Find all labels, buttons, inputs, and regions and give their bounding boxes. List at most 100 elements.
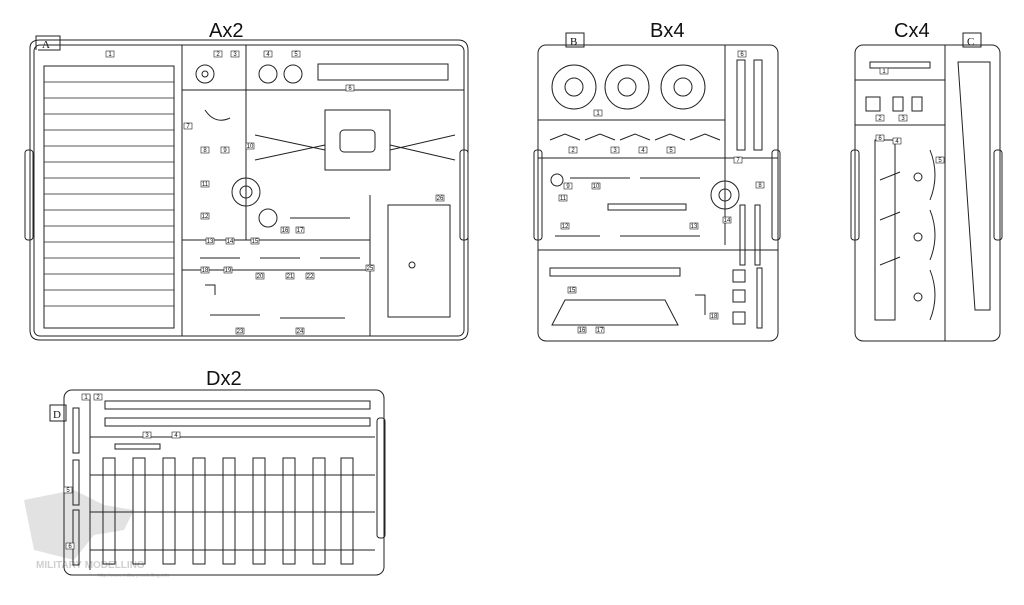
part-d-side-link-1 (72, 407, 80, 454)
part-label-box-b13 (689, 222, 699, 230)
part-d-track-link-1 (102, 457, 116, 565)
sprue-b-gate-hub-inner (718, 188, 732, 202)
part-a1-louvers (44, 81, 174, 307)
part-label-b9: 9 (566, 184, 570, 190)
part-label-d3: 3 (145, 433, 149, 439)
part-label-box-a12 (200, 212, 210, 220)
part-label-b13: 13 (691, 224, 698, 230)
part-d-track-link-2 (132, 457, 146, 565)
part-label-box-a8 (200, 146, 210, 154)
part-b-link-3 (732, 311, 746, 325)
part-label-box-a17 (295, 226, 305, 234)
part-label-a2: 2 (216, 52, 220, 58)
part-label-b11: 11 (560, 196, 567, 202)
part-label-box-a3 (230, 50, 240, 58)
part-label-box-b4 (638, 146, 648, 154)
part-label-a11: 11 (202, 182, 209, 188)
part-label-box-b11 (558, 194, 568, 202)
part-label-a15: 15 (252, 239, 259, 245)
part-label-box-b18 (709, 312, 719, 320)
part-label-c5: 5 (938, 158, 942, 164)
watermark-url: http://www.militarymodelling.info (98, 573, 169, 579)
part-b-vert-bar-3 (756, 267, 763, 329)
part-label-b4: 4 (641, 148, 645, 154)
part-label-box-b15 (567, 286, 577, 294)
part-b-road-wheel-1 (551, 64, 597, 110)
part-a-hub-centre (201, 70, 209, 78)
part-label-box-b1 (593, 109, 603, 117)
part-label-a18: 18 (202, 268, 209, 274)
part-label-c6: 6 (878, 136, 882, 142)
part-label-box-b8 (755, 181, 765, 189)
part-label-box-a19 (223, 266, 233, 274)
part-d-track-link-4 (192, 457, 206, 565)
part-a-bogie-frame (254, 109, 456, 171)
part-label-c2: 2 (878, 116, 882, 122)
part-label-b16: 16 (579, 328, 586, 334)
part-label-box-b16 (577, 326, 587, 334)
sprue-c-frame (854, 44, 1001, 342)
part-a-bogie-centre (339, 129, 376, 153)
part-label-box-a6 (345, 84, 355, 92)
part-label-a20: 20 (257, 274, 264, 280)
part-label-box-a15 (250, 237, 260, 245)
part-label-box-d2 (93, 393, 103, 401)
part-a-small-wheel (258, 208, 278, 228)
part-label-a19: 19 (225, 268, 232, 274)
part-c-bogie-side (874, 139, 901, 321)
sprue-c-right-tab (993, 149, 1003, 241)
part-label-d5: 5 (66, 488, 70, 494)
part-label-box-a24 (295, 327, 305, 335)
part-label-box-a22 (305, 272, 315, 280)
part-a-floor-hole (408, 261, 416, 269)
sprue-c-letter: C (967, 36, 974, 48)
part-a-bracket-1 (204, 109, 231, 121)
part-label-box-a7 (183, 122, 193, 130)
part-label-box-b17 (595, 326, 605, 334)
part-label-box-a4 (263, 50, 273, 58)
part-c-top-strip (869, 61, 931, 69)
part-label-box-b10 (591, 182, 601, 190)
part-b-road-wheel-2 (604, 64, 650, 110)
part-label-box-c2 (875, 114, 885, 122)
sprue-a-title: Ax2 (209, 20, 244, 42)
part-label-box-a1 (105, 50, 115, 58)
part-a5-disc (258, 64, 278, 84)
part-b-link-2 (732, 289, 746, 303)
part-label-b14: 14 (724, 218, 731, 224)
part-label-b2: 2 (571, 148, 575, 154)
part-label-box-a25 (365, 264, 375, 272)
part-label-c4: 4 (895, 139, 899, 145)
part-label-box-a20 (255, 272, 265, 280)
part-b-vert-bar-1 (739, 204, 746, 266)
part-label-a6: 6 (348, 86, 352, 92)
part-c-spring-eye-3 (913, 292, 923, 302)
part-c-spring-eye-1 (913, 172, 923, 182)
part-b-road-wheel-3-hub (673, 77, 693, 97)
part-label-a25: 25 (367, 266, 374, 272)
part-label-b7: 7 (736, 158, 740, 164)
sprue-a-gate-hub (231, 177, 261, 207)
part-label-box-d6 (65, 542, 75, 550)
part-c-tapered-beam (957, 61, 991, 311)
part-label-box-a5 (291, 50, 301, 58)
part-label-box-b14 (722, 216, 732, 224)
part-b4-bar-2 (753, 59, 763, 151)
sprue-d-frame (63, 389, 385, 576)
part-b-long-beam (549, 267, 681, 277)
part-label-d6: 6 (68, 544, 72, 550)
part-d-rail-1 (104, 400, 371, 410)
part-label-box-a14 (225, 237, 235, 245)
part-label-b8: 8 (758, 183, 762, 189)
part-label-b15: 15 (569, 288, 576, 294)
part-d-rail-2 (104, 417, 371, 427)
part-b-small-disc (550, 173, 564, 187)
part-label-box-b6 (737, 50, 747, 58)
part-d-track-link-8 (312, 457, 326, 565)
part-label-a9: 9 (223, 148, 227, 154)
sprue-a-inner-frame (33, 44, 465, 337)
part-label-a8: 8 (203, 148, 207, 154)
part-label-box-b7 (733, 156, 743, 164)
part-b-bent-rod (695, 294, 706, 315)
